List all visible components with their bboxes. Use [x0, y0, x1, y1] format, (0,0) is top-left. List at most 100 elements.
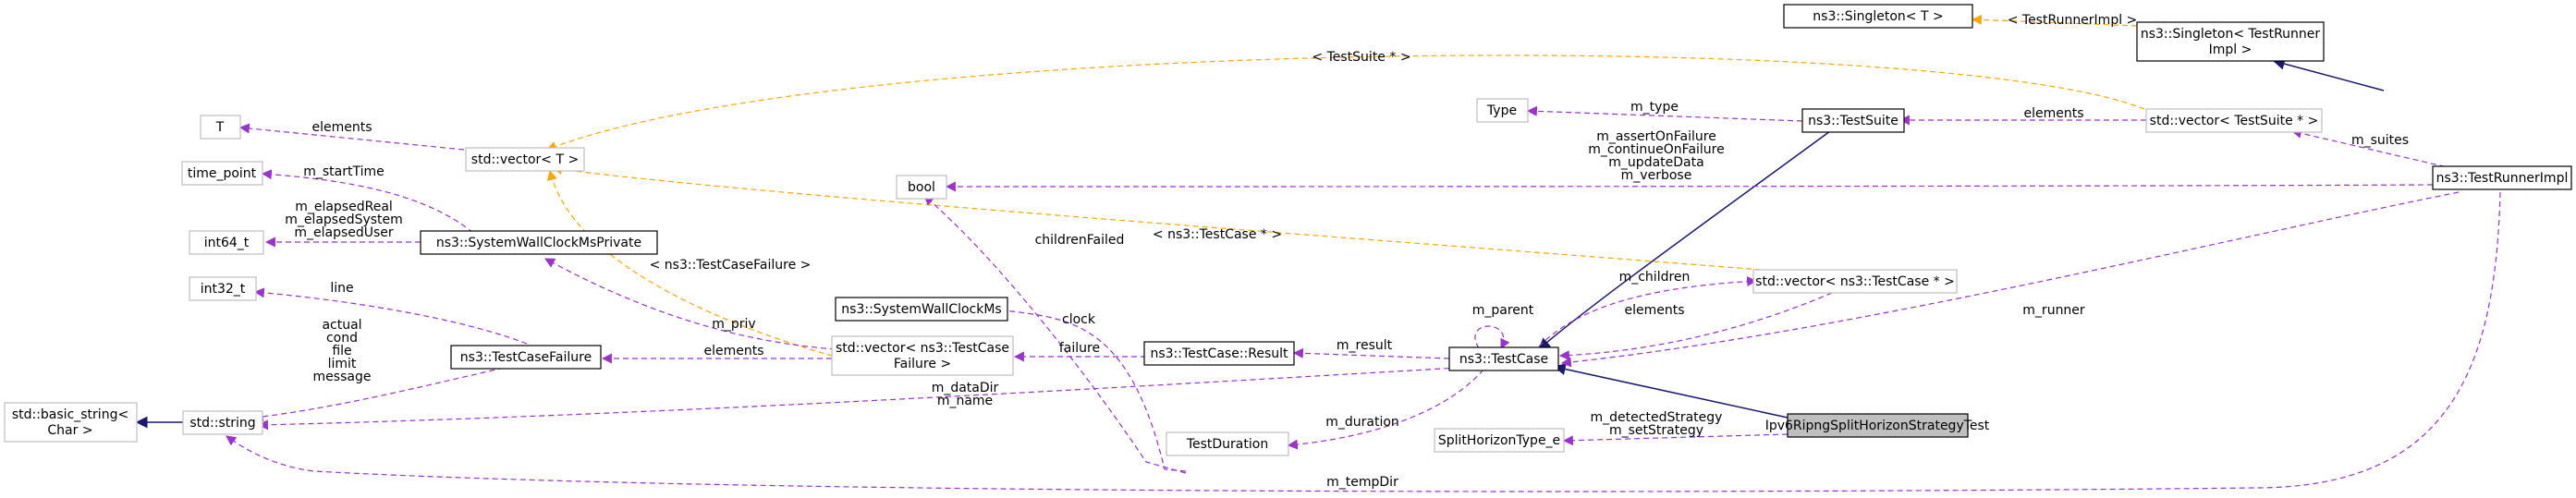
label-m-continue-on-failure: m_continueOnFailure — [1588, 142, 1724, 157]
node-type-label: Type — [1486, 103, 1517, 118]
edge-clock — [996, 305, 1187, 472]
node-test-runner-impl[interactable]: ns3::TestRunnerImpl — [2432, 165, 2572, 190]
node-vector-test-suite[interactable]: std::vector< TestSuite * > — [2145, 108, 2323, 133]
label-tpl-test-runner-impl: < TestRunnerImpl > — [2008, 13, 2138, 28]
node-vector-test-case-failure-label-line1: std::vector< ns3::TestCase — [836, 341, 1009, 356]
node-type[interactable]: Type — [1476, 98, 1529, 123]
label-line: line — [330, 281, 353, 296]
label-m-detected-strategy: m_detectedStrategy — [1591, 410, 1723, 425]
node-test-duration-label: TestDuration — [1186, 437, 1268, 452]
label-m-elapsed-system: m_elapsedSystem — [285, 213, 403, 227]
edge-m-children — [1538, 276, 1758, 347]
label-limit: limit — [328, 357, 357, 371]
label-elements-suite: elements — [2023, 106, 2083, 121]
node-system-wall-clock-private-label: ns3::SystemWallClockMsPrivate — [436, 236, 641, 250]
node-int64-label: int64_t — [204, 236, 250, 250]
label-cond: cond — [326, 331, 358, 346]
label-m-assert-on-failure: m_assertOnFailure — [1596, 129, 1716, 144]
node-singleton-t-label: ns3::Singleton< T > — [1813, 9, 1943, 24]
label-elements-failure: elements — [703, 344, 763, 358]
edge-data-dir-name — [257, 367, 1459, 431]
label-m-priv: m_priv — [712, 317, 755, 332]
label-m-elapsed-user: m_elapsedUser — [294, 225, 394, 240]
node-ipv6-ripng-split-horizon-strategy-test[interactable]: Ipv6RipngSplitHorizonStrategyTest — [1765, 413, 1990, 438]
node-system-wall-clock-private[interactable]: ns3::SystemWallClockMsPrivate — [420, 230, 658, 255]
node-int32[interactable]: int32_t — [189, 276, 257, 301]
node-test-case-failure-label: ns3::TestCaseFailure — [460, 350, 592, 365]
node-singleton-test-runner-impl-label-line2: Impl > — [2209, 43, 2252, 57]
label-failure: failure — [1059, 341, 1100, 356]
node-vector-test-case-failure[interactable]: std::vector< ns3::TestCase Failure > — [831, 335, 1014, 376]
label-m-children: m_children — [1619, 270, 1691, 285]
node-int32-label: int32_t — [201, 282, 246, 297]
edge-m-suites — [2290, 128, 2464, 172]
label-m-update-data: m_updateData — [1608, 155, 1703, 170]
node-vector-test-suite-label: std::vector< TestSuite * > — [2150, 114, 2319, 128]
node-bool-label: bool — [908, 180, 935, 195]
node-test-case[interactable]: ns3::TestCase — [1448, 346, 1559, 371]
label-file: file — [332, 344, 351, 358]
label-tpl-test-case: < ns3::TestCase * > — [1153, 227, 1282, 242]
label-m-data-dir: m_dataDir — [932, 381, 999, 395]
edge-strategy — [1562, 433, 1789, 446]
node-system-wall-clock-label: ns3::SystemWallClockMs — [841, 302, 1001, 317]
node-singleton-t[interactable]: ns3::Singleton< T > — [1783, 4, 1973, 29]
label-m-name: m_name — [937, 394, 993, 408]
edge-string-members — [252, 367, 505, 422]
node-basic-string[interactable]: std::basic_string< Char > — [4, 402, 138, 443]
node-test-suite-label: ns3::TestSuite — [1808, 114, 1898, 128]
label-m-set-strategy: m_setStrategy — [1609, 423, 1703, 438]
edge-m-start-time — [261, 169, 474, 234]
label-m-suites: m_suites — [2351, 133, 2409, 148]
label-m-verbose: m_verbose — [1621, 168, 1692, 183]
edge-test-suite-inherit — [1538, 130, 1831, 350]
node-std-string-label: std::string — [189, 416, 255, 431]
node-singleton-test-runner-impl-label-line1: ns3::Singleton< TestRunner — [2141, 27, 2321, 42]
edge-line — [253, 287, 528, 345]
edge-m-result — [1292, 347, 1450, 359]
node-test-case-result-label: ns3::TestCase::Result — [1150, 346, 1288, 361]
node-vector-test-case[interactable]: std::vector< ns3::TestCase * > — [1752, 269, 1958, 294]
label-m-start-time: m_startTime — [303, 164, 385, 179]
node-basic-string-label-line1: std::basic_string< — [12, 407, 128, 422]
node-std-string[interactable]: std::string — [182, 410, 263, 435]
label-elements-case: elements — [1624, 303, 1684, 318]
node-time-point-label: time_point — [188, 166, 257, 181]
node-t-label: T — [215, 120, 225, 135]
node-test-runner-impl-label: ns3::TestRunnerImpl — [2436, 171, 2569, 186]
edge-elements-t — [238, 123, 474, 152]
node-vector-test-case-failure-label-line2: Failure > — [894, 357, 951, 371]
node-int64[interactable]: int64_t — [189, 230, 264, 255]
node-ipv6-ripng-split-horizon-strategy-test-label: Ipv6RipngSplitHorizonStrategyTest — [1765, 419, 1990, 433]
node-system-wall-clock[interactable]: ns3::SystemWallClockMs — [835, 297, 1008, 322]
label-children-failed: childrenFailed — [1035, 233, 1125, 248]
edge-m-temp-dir — [226, 191, 2501, 492]
node-vector-t[interactable]: std::vector< T > — [465, 147, 585, 172]
label-m-parent: m_parent — [1472, 303, 1534, 318]
label-m-type: m_type — [1630, 100, 1679, 115]
node-t[interactable]: T — [200, 115, 241, 140]
label-tpl-test-case-failure: < ns3::TestCaseFailure > — [650, 258, 812, 273]
label-tpl-test-suite: < TestSuite * > — [1312, 50, 1410, 65]
edge-singleton-inherit — [2272, 57, 2385, 91]
node-test-duration[interactable]: TestDuration — [1166, 431, 1289, 456]
node-vector-test-case-label: std::vector< ns3::TestCase * > — [1755, 274, 1955, 289]
node-time-point[interactable]: time_point — [181, 161, 263, 186]
node-basic-string-label-line2: Char > — [47, 423, 92, 438]
node-test-suite[interactable]: ns3::TestSuite — [1801, 108, 1905, 133]
node-test-case-result[interactable]: ns3::TestCase::Result — [1143, 341, 1295, 366]
label-m-temp-dir: m_tempDir — [1326, 475, 1398, 490]
label-clock: clock — [1062, 312, 1096, 327]
node-split-horizon-type[interactable]: SplitHorizonType_e — [1434, 428, 1565, 453]
node-singleton-test-runner-impl[interactable]: ns3::Singleton< TestRunner Impl > — [2136, 21, 2325, 62]
node-test-case-failure[interactable]: ns3::TestCaseFailure — [450, 345, 602, 370]
edge-vector-failure-template — [546, 169, 861, 364]
label-actual: actual — [322, 318, 361, 333]
label-elements-t: elements — [311, 120, 372, 135]
edge-vector-test-case-template — [551, 164, 1762, 271]
edge-elements-case — [1558, 292, 1833, 361]
label-m-elapsed-real: m_elapsedReal — [295, 200, 393, 214]
node-bool[interactable]: bool — [896, 175, 947, 200]
edge-vector-test-suite-template — [545, 55, 2145, 152]
